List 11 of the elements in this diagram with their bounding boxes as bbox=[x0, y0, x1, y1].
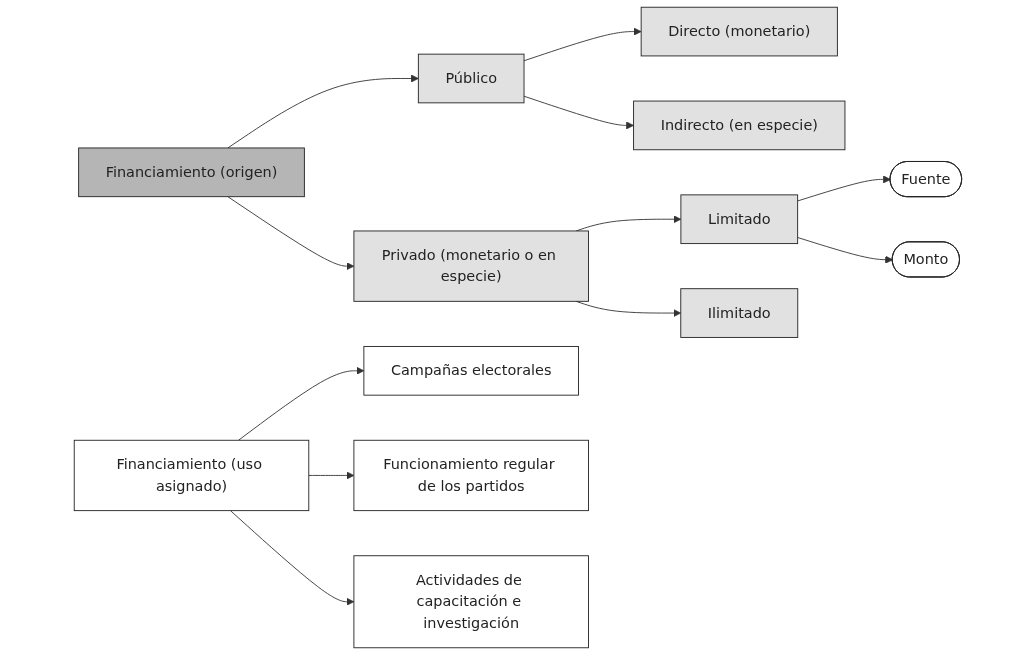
node-box: Financiamiento (origen) bbox=[77, 147, 305, 198]
node-box: Público bbox=[417, 53, 525, 104]
node-box: Limitado bbox=[680, 194, 798, 245]
node-box: Actividades de capacitación e investigación bbox=[353, 555, 589, 649]
node-box: Funcionamiento regular de los partidos bbox=[353, 439, 589, 512]
node-box: Privado (monetario o en especie) bbox=[353, 230, 589, 302]
node-box: Directo (monetario) bbox=[640, 6, 838, 57]
node-box: Campañas electorales bbox=[363, 346, 579, 396]
node-box: Ilimitado bbox=[679, 288, 798, 338]
node-box: Financiamiento (uso asignado) bbox=[73, 439, 309, 512]
node-box: Indirecto (en especie) bbox=[632, 100, 845, 151]
